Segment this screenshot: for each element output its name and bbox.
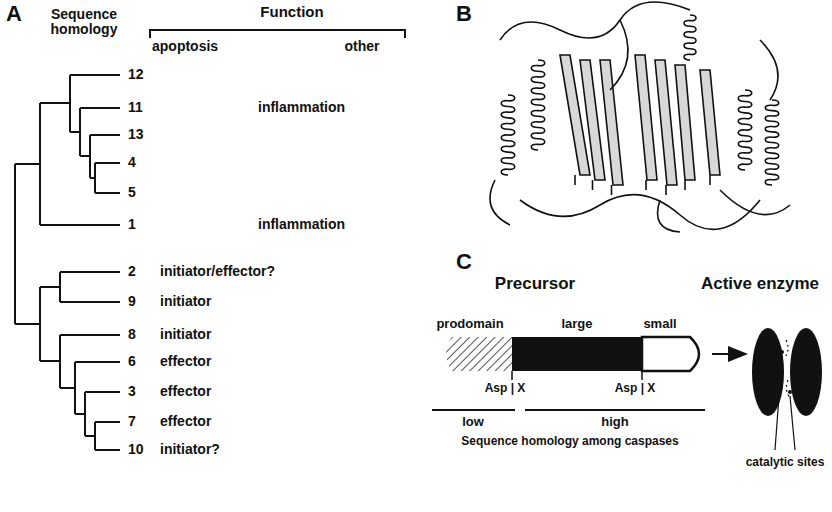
domain-label: prodomain [436, 317, 503, 331]
homology-brackets [432, 409, 705, 411]
leaf-number: 4 [128, 155, 136, 170]
leaf-number: 12 [128, 67, 144, 82]
function-label: initiator [160, 327, 211, 342]
leaf-number: 6 [128, 354, 136, 369]
leaf-number: 11 [128, 100, 143, 115]
column-heading: Sequence homology [44, 7, 124, 38]
axis-caption: Sequence homology among caspases [461, 435, 678, 448]
leaf-number: 3 [128, 384, 136, 399]
leaf-number: 10 [128, 442, 144, 457]
panel-letter: C [456, 250, 472, 274]
function-label: initiator? [160, 442, 220, 457]
leaf-number: 1 [128, 217, 136, 232]
function-label: inflammation [258, 217, 345, 232]
function-label: effector [160, 414, 211, 429]
protein-structure [490, 2, 790, 232]
stage-label: Active enzyme [701, 275, 819, 294]
maturation-arrow [712, 353, 746, 355]
panel-letter: A [6, 2, 22, 26]
callout-label: catalytic sites [746, 456, 825, 469]
domain-label: large [561, 317, 592, 331]
leaf-number: 13 [128, 127, 144, 142]
leaf-number: 2 [128, 264, 136, 279]
leaf-number: 7 [128, 414, 136, 429]
leaf-number: 9 [128, 294, 136, 309]
domain-label: small [643, 317, 676, 331]
homology-level: low [462, 415, 484, 429]
cleavage-site: Asp | X [615, 382, 656, 395]
active-enzyme [752, 328, 822, 450]
leaf-number: 5 [128, 185, 136, 200]
column-heading: other [345, 39, 380, 54]
column-heading: apoptosis [152, 39, 218, 54]
function-label: effector [160, 354, 211, 369]
panel-letter: B [456, 2, 472, 26]
function-label: inflammation [258, 100, 345, 115]
precursor-bar [446, 337, 699, 380]
function-label: initiator/effector? [160, 264, 275, 279]
function-label: effector [160, 384, 211, 399]
homology-level: high [601, 415, 628, 429]
cleavage-site: Asp | X [485, 382, 526, 395]
function-label: initiator [160, 294, 211, 309]
leaf-number: 8 [128, 327, 136, 342]
stage-label: Precursor [495, 275, 575, 294]
function-bracket [150, 30, 405, 38]
column-heading: Function [260, 4, 323, 21]
dendrogram [15, 75, 120, 450]
